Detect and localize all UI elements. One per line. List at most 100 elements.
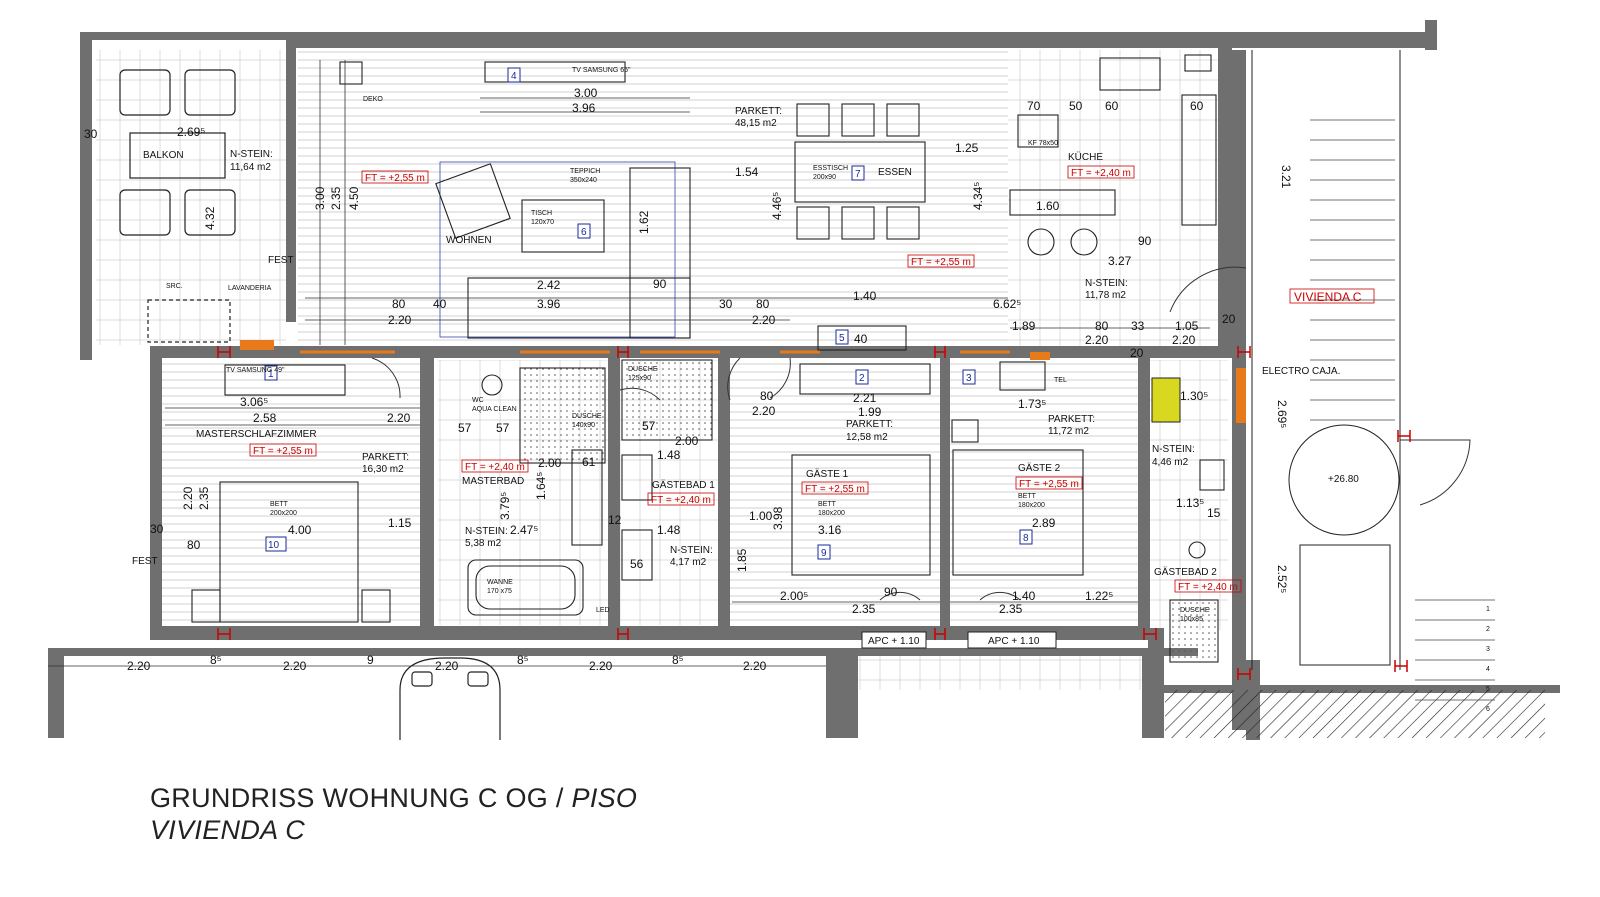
sdim-60a: 60	[1105, 99, 1119, 113]
label-wanne-size: 170 x75	[487, 588, 512, 595]
room-name-masterbad: MASTERBAD	[462, 476, 524, 487]
sdim-80d: 80	[187, 538, 201, 552]
bedroom-furniture	[191, 361, 1084, 623]
sdim-80a: 80	[392, 297, 406, 311]
room-markers	[264, 67, 1033, 560]
bathroom-fixtures	[467, 359, 1225, 663]
orange-block-2	[1030, 352, 1050, 360]
sdim-8a: 8⁵	[210, 653, 222, 667]
room-labels: BALKON N-STEIN: 11,64 m2 WOHNEN PARKETT:…	[143, 106, 1217, 578]
room-area-gaeste2: 11,72 m2	[1048, 426, 1089, 437]
room-name-gaeste2: GÄSTE 2	[1018, 462, 1061, 474]
room-name-gaestebad2: GÄSTEBAD 2	[1154, 566, 1217, 578]
label-dusche-master: DUSCHE	[572, 413, 602, 420]
sdim-80c: 80	[1095, 319, 1109, 333]
ft-masterbad: FT = +2,40 m	[465, 462, 525, 473]
stair-4: 4	[1486, 666, 1490, 673]
label-dusche-bad1-size: 125x90	[628, 375, 651, 382]
dim-200: 2.00	[538, 456, 562, 470]
ft-kueche: FT = +2,40 m	[1071, 168, 1131, 179]
label-bett-g1: BETT	[818, 501, 837, 508]
label-lavanderia: LAVANDERIA	[228, 285, 272, 292]
room-area-master: 16,30 m2	[362, 464, 404, 475]
stair-1: 1	[1486, 606, 1490, 613]
balcony-furniture	[119, 69, 236, 343]
label-tisch-size: 120x70	[531, 219, 554, 226]
sdim-40a: 40	[433, 297, 447, 311]
dim-306: 3.06⁵	[240, 395, 268, 409]
ft-labels: FT = +2,55 m FT = +2,55 m FT = +2,40 m F…	[253, 168, 1362, 593]
label-aqua-clean: AQUA CLEAN	[472, 406, 517, 413]
sdim-20: 20	[1130, 346, 1144, 360]
dim-100: 1.00	[749, 509, 773, 523]
label-led: LED	[596, 607, 610, 614]
room-area-masterbad: 5,38 m2	[465, 538, 502, 549]
room-name-master: MASTERSCHLAFZIMMER	[196, 429, 317, 440]
dim-140: 1.40	[853, 289, 877, 303]
room-name-kueche: KÜCHE	[1068, 151, 1103, 163]
car-outline	[399, 657, 501, 740]
vdim-398: 3.98	[771, 506, 785, 530]
rotated-dim-texts: 4.32 1.62 3.00 2.35 4.50 4.46⁵ 4.34⁵ 3.2…	[181, 165, 1293, 593]
label-fest-1: FEST	[268, 255, 294, 266]
stair-elevator	[1151, 50, 1401, 670]
apc-box-2	[967, 631, 1057, 649]
stair-numbers: 1 2 3 4 5 6	[1486, 606, 1490, 713]
dim-220e: 2.20	[387, 411, 411, 425]
dim-bottom-3: 2.20	[435, 659, 459, 673]
dim-220b: 2.20	[752, 313, 776, 327]
dim-200b: 2.00	[675, 434, 699, 448]
label-teppich: TEPPICH	[570, 168, 600, 175]
sdim-90c: 90	[884, 585, 898, 599]
dim-221: 2.21	[853, 391, 877, 405]
sdim-30a: 30	[84, 127, 98, 141]
label-bett-master: BETT	[270, 501, 289, 508]
dim-396b: 3.96	[537, 297, 561, 311]
dimension-lines	[48, 60, 1210, 667]
vdim-446: 4.46⁵	[770, 192, 784, 220]
sdim-50: 50	[1069, 99, 1083, 113]
vdim-450: 4.50	[347, 186, 361, 210]
room-name-wohnen: WOHNEN	[446, 235, 492, 246]
dim-289: 2.89	[1032, 516, 1056, 530]
red-h-markers	[217, 346, 1411, 680]
dim-125: 1.25	[955, 141, 979, 155]
dimension-texts: 3.00 3.96 2.69⁵ 1.54 2.42 3.96 2.20 2.20…	[127, 86, 1208, 673]
dim-148: 1.48	[657, 448, 681, 462]
plan-title-line2: VIVIENDA C	[150, 815, 306, 845]
room-name-balkon: BALKON	[143, 150, 184, 161]
sdim-30b: 30	[719, 297, 733, 311]
room-name-gaestebad1: GÄSTEBAD 1	[652, 479, 715, 491]
room-floor-balkon: N-STEIN:	[230, 149, 273, 160]
vdim-252: 2.52⁵	[1275, 565, 1289, 593]
sdim-20b: 20	[1222, 312, 1236, 326]
dim-220c: 2.20	[1085, 333, 1109, 347]
dim-189: 1.89	[1012, 319, 1036, 333]
vdim-235: 2.35	[329, 186, 343, 210]
room-floor-gaeste1: PARKETT:	[846, 419, 893, 430]
room-area-gaeste1: 12,58 m2	[846, 432, 888, 443]
sdim-90b: 90	[1138, 234, 1152, 248]
ft-boxes	[249, 165, 1375, 593]
sdim-40b: 40	[854, 332, 868, 346]
dim-316: 3.16	[818, 523, 842, 537]
ground-hatch	[1165, 690, 1545, 738]
sdim-90a: 90	[653, 277, 667, 291]
label-dusche-bad2: DUSCHE	[1180, 607, 1210, 614]
vdim-164: 1.64⁵	[534, 472, 548, 500]
plan-title: GRUNDRISS WOHNUNG C OG / PISO VIVIENDA C	[150, 782, 637, 846]
sdim-60b: 60	[1190, 99, 1204, 113]
orange-block-1	[240, 340, 274, 350]
dim-115: 1.15	[388, 516, 412, 530]
furniture-labels: TISCH 120x70 TEPPICH 350x240 ESSTISCH 20…	[132, 67, 1359, 647]
plan-title-italic: PISO	[571, 783, 638, 813]
sdim-61: 61	[582, 455, 596, 469]
marker-6: 6	[581, 227, 587, 238]
label-wc-master: WC	[472, 397, 484, 404]
label-dusche-master-size: 140x90	[572, 422, 595, 429]
vdim-269b: 2.69⁵	[1275, 400, 1289, 428]
sdim-80e: 80	[760, 389, 774, 403]
marker-7: 7	[855, 169, 861, 180]
vdim-162: 1.62	[637, 210, 651, 234]
